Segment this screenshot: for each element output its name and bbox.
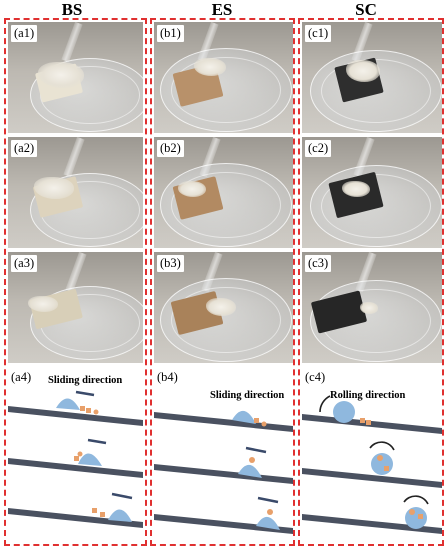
photo-b1: (b1) bbox=[154, 22, 293, 133]
droplet-b4-2 bbox=[238, 464, 262, 478]
particle bbox=[418, 514, 423, 519]
panel-label-b3: (b3) bbox=[157, 255, 184, 272]
panel-label-a3: (a3) bbox=[11, 255, 38, 272]
schematic-c4-svg: (c4) Rolling direction bbox=[302, 370, 442, 534]
particle bbox=[93, 409, 99, 415]
panel-label-a4: (a4) bbox=[11, 370, 31, 384]
particle bbox=[100, 512, 105, 517]
substrate-a4-2 bbox=[8, 458, 143, 478]
panel-label-a2: (a2) bbox=[11, 140, 38, 157]
particle bbox=[261, 421, 267, 427]
particle bbox=[409, 509, 415, 515]
substrate-a4-3 bbox=[8, 508, 143, 528]
photo-a2: (a2) bbox=[8, 137, 143, 248]
motion-label-c4: Rolling direction bbox=[330, 390, 406, 401]
schematic-b4: (b4) Sliding direction bbox=[154, 368, 293, 544]
column-title-sc: SC bbox=[355, 0, 377, 19]
motion-label-b4: Sliding direction bbox=[210, 390, 284, 401]
particle bbox=[92, 508, 97, 513]
rotation-arrow-icon bbox=[319, 395, 331, 413]
particle bbox=[254, 418, 259, 423]
substrate-b4-2 bbox=[154, 464, 293, 484]
photo-c1: (c1) bbox=[302, 22, 442, 133]
droplet-b4-3 bbox=[256, 516, 280, 530]
particle bbox=[80, 406, 85, 411]
particle bbox=[86, 408, 91, 413]
column-border-bs bbox=[4, 18, 147, 546]
schematic-b4-svg: (b4) Sliding direction bbox=[154, 370, 293, 534]
particle bbox=[384, 466, 389, 471]
arrow-b4-2 bbox=[245, 446, 267, 454]
photo-c2: (c2) bbox=[302, 137, 442, 248]
column-title-bs: BS bbox=[61, 0, 83, 19]
substrate-b4-1 bbox=[154, 412, 293, 432]
schematic-a4-svg: (a4) Sliding direction bbox=[8, 370, 143, 528]
particle bbox=[366, 420, 371, 425]
rotation-arrow-icon bbox=[403, 495, 429, 505]
substrate-a4-1 bbox=[8, 406, 143, 426]
arrow-a4-2 bbox=[87, 438, 107, 445]
panel-label-c3: (c3) bbox=[305, 255, 332, 272]
substrate-c4-2 bbox=[302, 468, 442, 488]
particle bbox=[360, 418, 365, 423]
column-border-sc bbox=[298, 18, 444, 546]
column-border-es bbox=[150, 18, 295, 546]
droplet-b4-1 bbox=[232, 410, 256, 424]
photo-a1: (a1) bbox=[8, 22, 143, 133]
droplet-c4-3 bbox=[405, 507, 427, 529]
photo-c3: (c3) bbox=[302, 252, 442, 363]
particle bbox=[77, 451, 83, 457]
panel-label-c1: (c1) bbox=[305, 25, 332, 42]
arrow-b4-3 bbox=[257, 496, 279, 504]
panel-label-a1: (a1) bbox=[11, 25, 38, 42]
particle bbox=[249, 457, 255, 463]
motion-label-a4: Sliding direction bbox=[48, 375, 122, 386]
photo-b3: (b3) bbox=[154, 252, 293, 363]
panel-label-c4: (c4) bbox=[305, 370, 325, 384]
panel-label-b2: (b2) bbox=[157, 140, 184, 157]
substrate-b4-3 bbox=[154, 514, 293, 534]
substrate-c4-1 bbox=[302, 414, 442, 434]
particle bbox=[267, 509, 273, 515]
panel-label-b4: (b4) bbox=[157, 370, 178, 384]
droplet-a4-3 bbox=[108, 509, 132, 522]
schematic-a4: (a4) Sliding direction bbox=[8, 368, 143, 544]
droplet-c4-1 bbox=[333, 401, 355, 423]
arrow-a4-3 bbox=[111, 492, 133, 500]
particle bbox=[74, 456, 79, 461]
particle bbox=[377, 455, 383, 461]
photo-a3: (a3) bbox=[8, 252, 143, 363]
column-title-es: ES bbox=[211, 0, 233, 19]
droplet-a4-2 bbox=[78, 453, 102, 466]
panel-label-b1: (b1) bbox=[157, 25, 184, 42]
droplet-a4-1 bbox=[56, 398, 80, 410]
schematic-c4: (c4) Rolling direction bbox=[302, 368, 442, 544]
rotation-arrow-icon bbox=[369, 441, 395, 451]
substrate-c4-3 bbox=[302, 514, 442, 534]
arrow-a4-1 bbox=[75, 390, 95, 397]
panel-label-c2: (c2) bbox=[305, 140, 332, 157]
photo-b2: (b2) bbox=[154, 137, 293, 248]
